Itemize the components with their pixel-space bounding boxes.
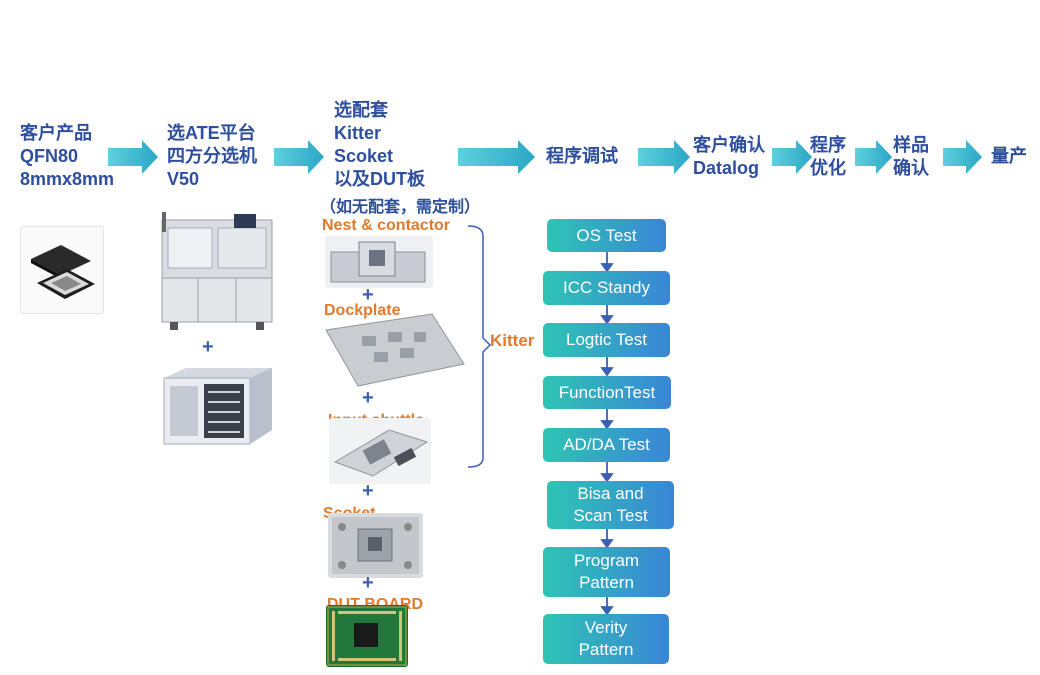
step-mass-production: 量产 — [991, 146, 1027, 166]
step-program-debug: 程序调试 — [546, 146, 618, 166]
tester-cabinet-image — [158, 366, 276, 446]
test-box-program-pattern: Program Pattern — [543, 547, 670, 597]
flow-arrow-6 — [855, 140, 892, 174]
flow-arrow-3 — [458, 140, 535, 174]
flow-arrow-7 — [943, 140, 982, 174]
handler-machine-image — [158, 210, 276, 332]
qfn-chip-image — [20, 226, 104, 314]
flow-arrow-1 — [108, 140, 158, 174]
step-program-optimize: 程序 优化 — [810, 135, 846, 178]
test-box-function: FunctionTest — [543, 376, 671, 409]
test-box-icc: ICC Standy — [543, 271, 670, 305]
dut-board-image — [326, 605, 408, 667]
test-box-os: OS Test — [547, 219, 666, 252]
flow-arrow-5 — [772, 140, 812, 174]
test-box-logic: Logtic Test — [543, 323, 670, 357]
scoket-image — [328, 513, 423, 578]
step-select-kit: 选配套 Kitter Scoket 以及DUT板 — [334, 100, 425, 189]
step-sample-confirm: 样品 确认 — [893, 135, 929, 178]
plus-sign-ate: + — [202, 336, 214, 358]
nest-contactor-image — [325, 236, 433, 288]
plus-sign-2: + — [362, 387, 374, 409]
test-box-verity-pattern: Verity Pattern — [543, 614, 669, 664]
label-nest-contactor: Nest & contactor — [322, 217, 451, 234]
step-customer-product: 客户产品 QFN80 8mmx8mm — [20, 123, 115, 189]
plus-sign-4: + — [362, 572, 374, 594]
flow-arrow-4 — [638, 140, 690, 174]
test-box-bisa-scan: Bisa and Scan Test — [547, 481, 674, 529]
label-kitter: Kitter — [490, 331, 535, 350]
dockplate-image — [322, 310, 468, 390]
custom-note: （如无配套，需定制） — [320, 199, 481, 216]
plus-sign-1: + — [362, 284, 374, 306]
flow-arrow-2 — [274, 140, 324, 174]
plus-sign-3: + — [362, 480, 374, 502]
input-shuttle-image — [329, 418, 431, 484]
test-flow-arrows — [600, 252, 614, 616]
test-box-adda: AD/DA Test — [543, 428, 670, 462]
step-select-ate: 选ATE平台 四方分选机 V50 — [167, 123, 257, 189]
label-dockplate: Dockplate — [324, 302, 401, 319]
step-customer-confirm: 客户确认 Datalog — [693, 135, 765, 178]
kitter-brace — [467, 225, 492, 468]
